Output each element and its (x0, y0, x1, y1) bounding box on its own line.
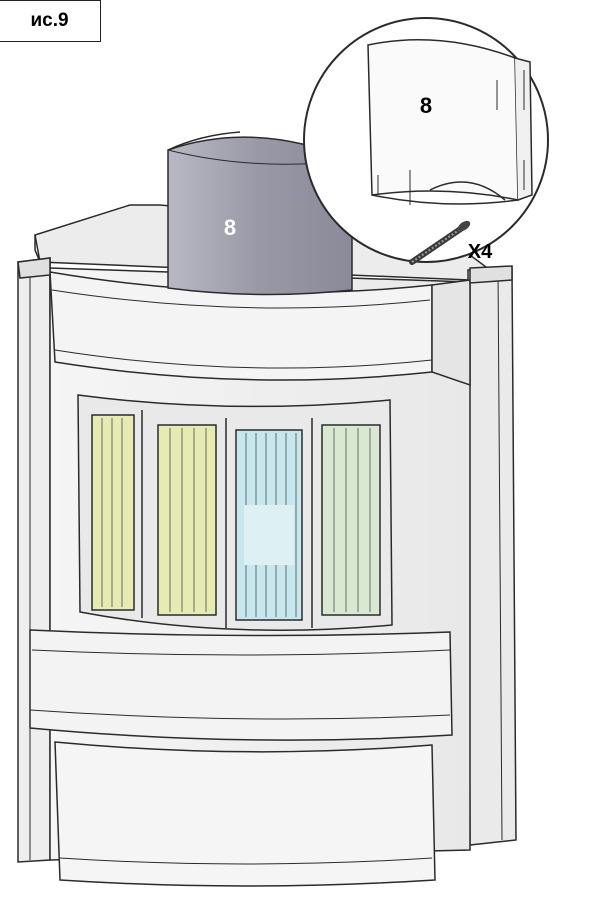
curved-sheet-part (367, 39, 533, 205)
part-number-main: 8 (224, 215, 236, 240)
part-number-detail: 8 (420, 93, 432, 118)
flue-pipe (167, 131, 353, 296)
glass-panel-1 (91, 414, 135, 611)
detail-callout: 8 X4 (303, 17, 549, 265)
screw-icon (409, 220, 471, 265)
stove-door (77, 394, 393, 631)
figure-label: ис.9 (0, 0, 101, 42)
glass-panel-2 (157, 424, 217, 616)
glass-panel-4 (321, 424, 381, 616)
screw-quantity-label: X4 (468, 241, 493, 263)
